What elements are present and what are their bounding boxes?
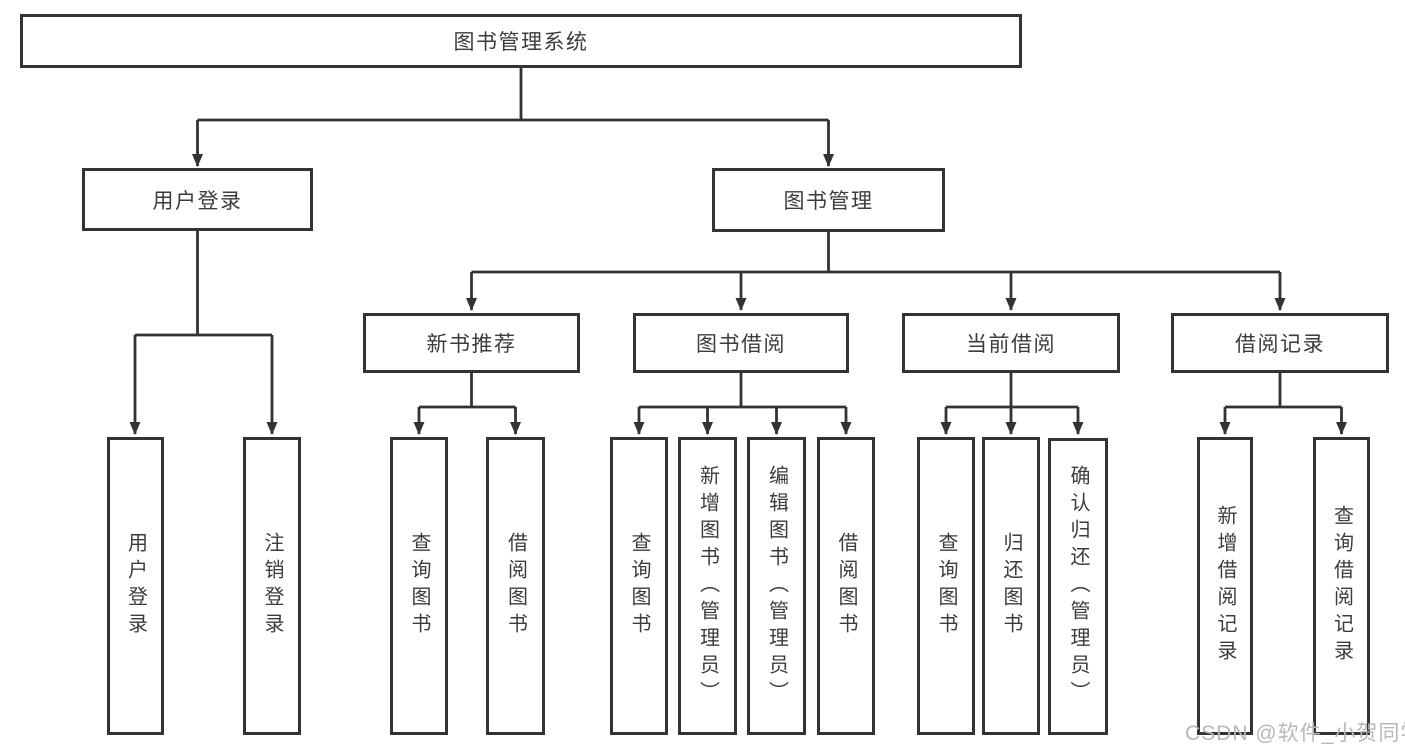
node-label: 图书管理 xyxy=(783,190,874,213)
leaf-borrowing-query-books: 查询图书 xyxy=(610,437,668,735)
node-user-login: 用户登录 xyxy=(82,168,313,231)
node-label: 查询图书 xyxy=(628,532,650,640)
node-label: 查询借阅记录 xyxy=(1330,505,1353,667)
node-label: 借阅图书 xyxy=(504,532,527,640)
node-label: 注销登录 xyxy=(261,532,283,640)
leaf-newbooks-borrow-books: 借阅图书 xyxy=(486,437,545,735)
leaf-current-confirm-return-admin: 确认归还（管理员） xyxy=(1048,438,1108,735)
node-new-book-recommend: 新书推荐 xyxy=(363,313,580,373)
node-borrowing-records: 借阅记录 xyxy=(1171,313,1389,373)
node-label: 借阅图书 xyxy=(835,532,857,640)
node-label: 新书推荐 xyxy=(426,333,517,356)
watermark: CSDN @软件_小贺同学 xyxy=(1185,722,1405,745)
node-label: 查询图书 xyxy=(408,532,430,640)
node-label: 新增借阅记录 xyxy=(1214,505,1236,667)
node-label: 编辑图书（管理员） xyxy=(765,464,788,708)
leaf-borrowing-edit-books-admin: 编辑图书（管理员） xyxy=(747,437,806,735)
leaf-user-login: 用户登录 xyxy=(107,437,164,735)
node-book-management: 图书管理 xyxy=(712,168,945,232)
node-label: 用户登录 xyxy=(124,532,147,640)
node-label: 查询图书 xyxy=(935,532,957,640)
node-label: 借阅记录 xyxy=(1235,333,1325,356)
node-label: 新增图书（管理员） xyxy=(696,464,719,708)
node-label: 图书管理系统 xyxy=(453,31,589,54)
leaf-current-return-books: 归还图书 xyxy=(982,437,1040,735)
node-label: 确认归还（管理员） xyxy=(1067,465,1089,708)
node-library-management-system: 图书管理系统 xyxy=(20,14,1022,68)
node-label: 当前借阅 xyxy=(966,333,1056,356)
leaf-records-query-record: 查询借阅记录 xyxy=(1313,437,1370,735)
leaf-records-add-record: 新增借阅记录 xyxy=(1197,437,1253,735)
node-book-borrowing: 图书借阅 xyxy=(633,313,849,373)
leaf-borrowing-add-books-admin: 新增图书（管理员） xyxy=(678,437,737,735)
node-label: 归还图书 xyxy=(1000,532,1022,640)
leaf-current-query-books: 查询图书 xyxy=(917,437,975,735)
node-label: 用户登录 xyxy=(152,189,243,213)
leaf-logout: 注销登录 xyxy=(243,437,301,735)
leaf-borrowing-borrow-books: 借阅图书 xyxy=(817,437,875,735)
node-label: 图书借阅 xyxy=(696,333,786,356)
leaf-newbooks-query-books: 查询图书 xyxy=(390,437,448,735)
node-current-borrowing: 当前借阅 xyxy=(902,313,1120,373)
